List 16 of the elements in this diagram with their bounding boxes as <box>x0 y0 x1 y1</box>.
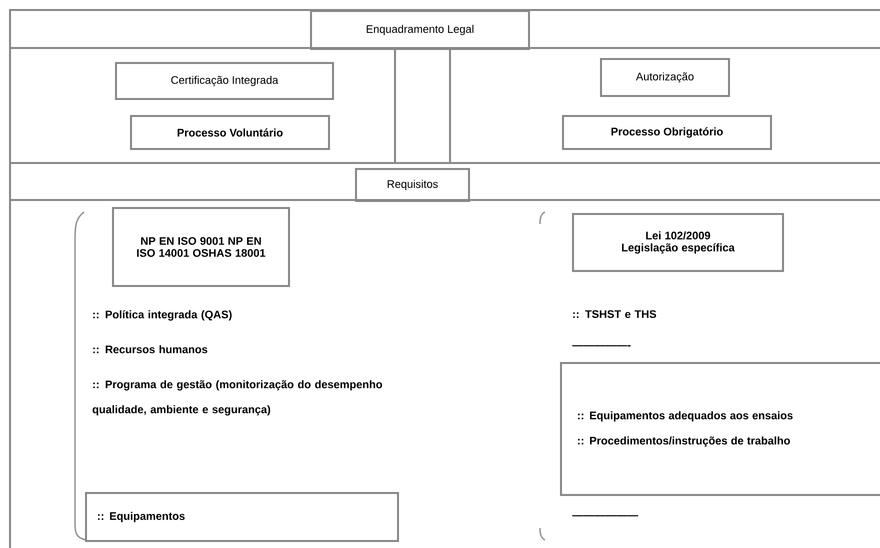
bullet-text: —————— <box>572 515 638 516</box>
label-box: Certificação Integrada <box>115 62 334 100</box>
bullet-text: —————- <box>572 345 630 346</box>
text-box: :: Equipamentos adequados aos ensaios :: Procedimentos/instruções de trabalho <box>560 362 880 496</box>
label-box: NP EN ISO 9001 NP EN ISO 14001 OSHAS 18001 <box>112 207 290 287</box>
label-box: Enquadramento Legal <box>310 10 530 50</box>
label-box: Processo Obrigatório <box>562 115 772 150</box>
bullet-text: :: Recursos humanos <box>93 345 208 354</box>
text-box: :: Equipamentos <box>85 492 399 542</box>
bullet-text: :: Programa de gestão (monitorização do desempenho qualidade, ambiente e segurança) <box>92 380 382 416</box>
label-box: Requisitos <box>355 168 470 202</box>
label-box: Lei 102/2009 Legislação específica <box>572 213 784 272</box>
label-box: Processo Voluntário <box>130 115 330 150</box>
bullet-text: :: Política integrada (QAS) <box>93 310 232 321</box>
bullet-text: :: TSHST e THS <box>573 310 656 318</box>
label-box: Autorização <box>600 58 730 97</box>
